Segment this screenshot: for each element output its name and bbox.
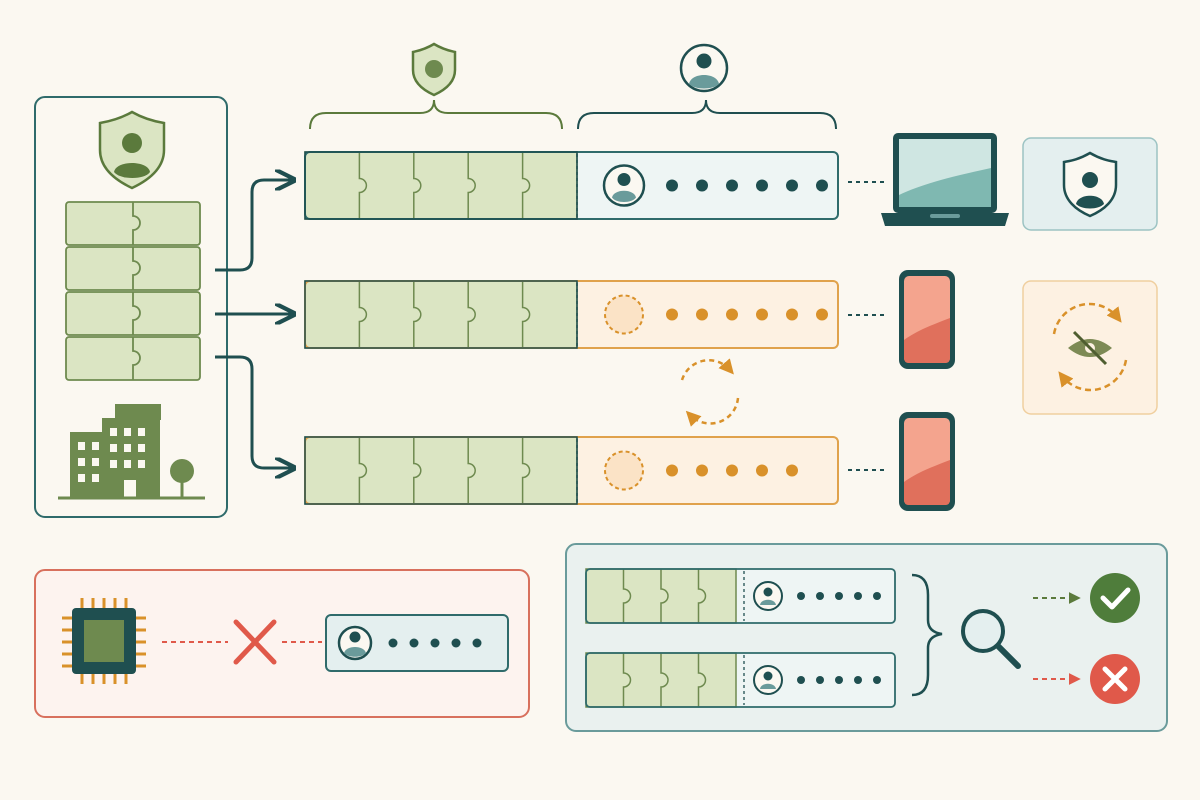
source-block bbox=[65, 291, 201, 336]
user-circle-icon bbox=[602, 164, 646, 207]
refresh-hidden-eye-icon bbox=[1052, 302, 1128, 392]
arrow-to-credential-3 bbox=[215, 355, 292, 468]
shared-puzzle-segment bbox=[304, 280, 578, 349]
phone-icon bbox=[899, 270, 955, 369]
credential-row bbox=[304, 151, 839, 220]
laptop-icon bbox=[881, 133, 1009, 226]
credential-dots bbox=[797, 676, 881, 684]
verify-brace bbox=[911, 573, 943, 697]
shared-part-brace bbox=[309, 99, 563, 130]
placeholder-slot bbox=[604, 450, 644, 491]
credential-dots bbox=[666, 308, 828, 321]
credential-fragment bbox=[325, 614, 509, 672]
source-block bbox=[65, 336, 201, 381]
credential-dots bbox=[666, 464, 798, 477]
invalid-extraction-panel bbox=[34, 569, 530, 718]
credential-row bbox=[304, 436, 839, 505]
credential-dots bbox=[666, 179, 828, 192]
shield-user-icon bbox=[98, 110, 166, 190]
source-block bbox=[65, 246, 201, 291]
tree-icon bbox=[170, 459, 194, 498]
verify-row bbox=[585, 652, 896, 708]
chip-icon bbox=[62, 598, 146, 684]
placeholder-slot bbox=[604, 294, 644, 335]
arrow-to-credential-1 bbox=[215, 180, 292, 272]
verify-puzzle-segment bbox=[585, 652, 737, 708]
header-braces bbox=[309, 99, 837, 130]
source-panel bbox=[34, 96, 228, 518]
shield-icon bbox=[411, 42, 457, 97]
x-circle-icon bbox=[1090, 654, 1140, 704]
credential-dots bbox=[797, 592, 881, 600]
device-connectors bbox=[848, 181, 884, 471]
shield-user-icon bbox=[1062, 151, 1118, 218]
verification-panel bbox=[565, 543, 1168, 732]
magnifier-icon bbox=[961, 609, 1021, 669]
x-mark-icon bbox=[233, 619, 277, 665]
verify-rows bbox=[585, 568, 896, 708]
status-bound-card bbox=[1022, 137, 1158, 231]
credential-row bbox=[304, 280, 839, 349]
status-hidden-card bbox=[1022, 280, 1158, 415]
user-circle-icon bbox=[679, 43, 729, 93]
source-block-stack bbox=[65, 201, 201, 381]
credential-rows bbox=[304, 151, 839, 505]
phone-icon bbox=[899, 412, 955, 511]
user-circle-icon bbox=[753, 581, 783, 611]
credential-dots bbox=[388, 638, 482, 648]
user-circle-icon bbox=[753, 665, 783, 695]
verify-puzzle-segment bbox=[585, 568, 737, 624]
source-block bbox=[65, 201, 201, 246]
user-circle-icon bbox=[337, 625, 373, 661]
shared-puzzle-segment bbox=[304, 436, 578, 505]
shared-puzzle-segment bbox=[304, 151, 578, 220]
distribution-arrows bbox=[215, 180, 292, 468]
building-icon bbox=[58, 404, 205, 500]
verify-row bbox=[585, 568, 896, 624]
check-circle-icon bbox=[1090, 573, 1140, 623]
personal-part-brace bbox=[577, 99, 837, 130]
rotate-arrows-icon bbox=[680, 358, 740, 427]
